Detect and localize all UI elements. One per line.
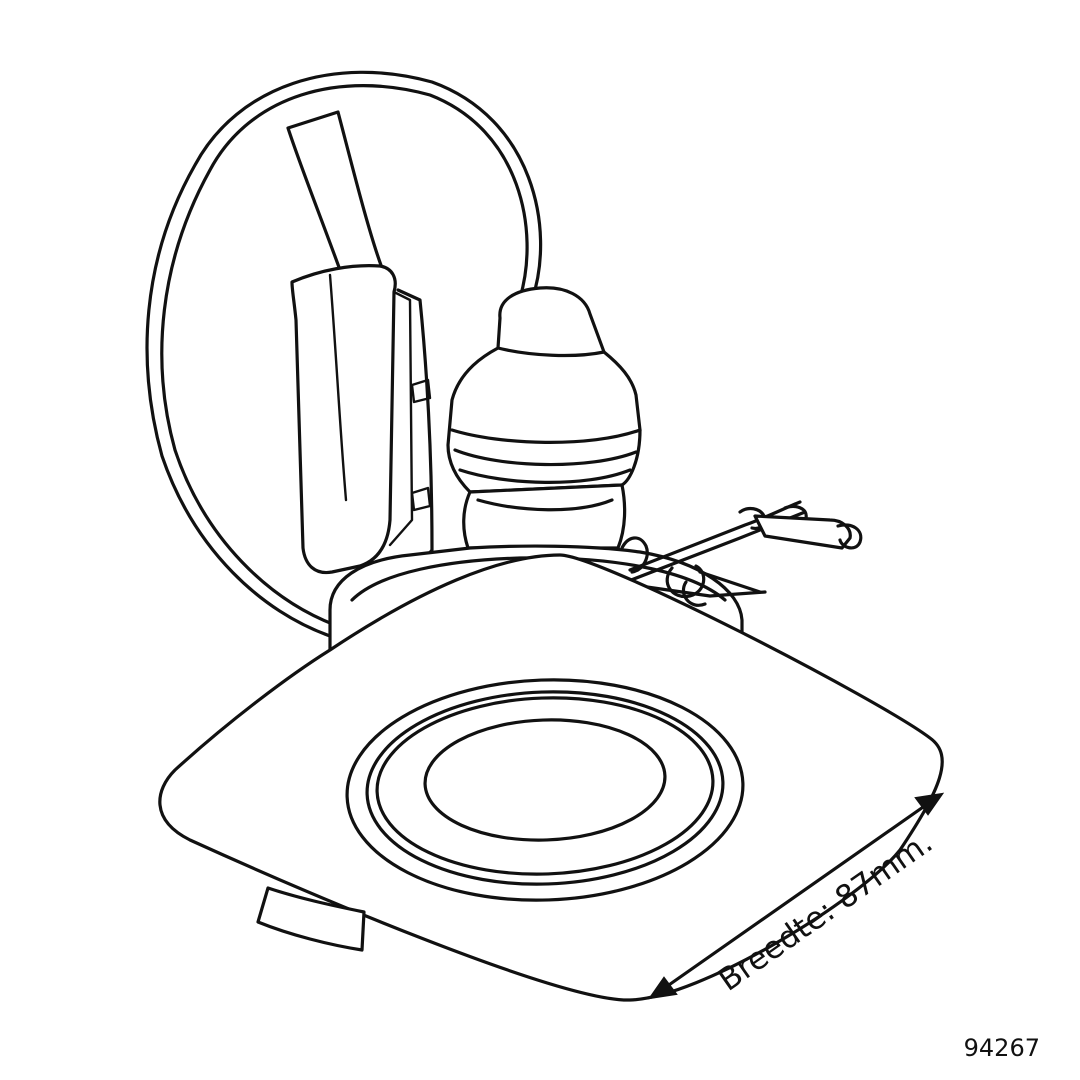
lamp-socket [446,286,642,550]
terminal-block [290,264,414,575]
bottom-tab [256,886,366,952]
bracket-plate [396,288,434,562]
mounting-strap [286,110,384,272]
lens-assembly [345,678,745,902]
dimension-line [654,796,938,996]
product-code: 94267 [963,1034,1040,1062]
arrowhead-end-icon [914,792,945,816]
cable-loop [145,70,543,638]
spring-clip [620,500,863,607]
arrowhead-start-icon [647,976,678,1000]
